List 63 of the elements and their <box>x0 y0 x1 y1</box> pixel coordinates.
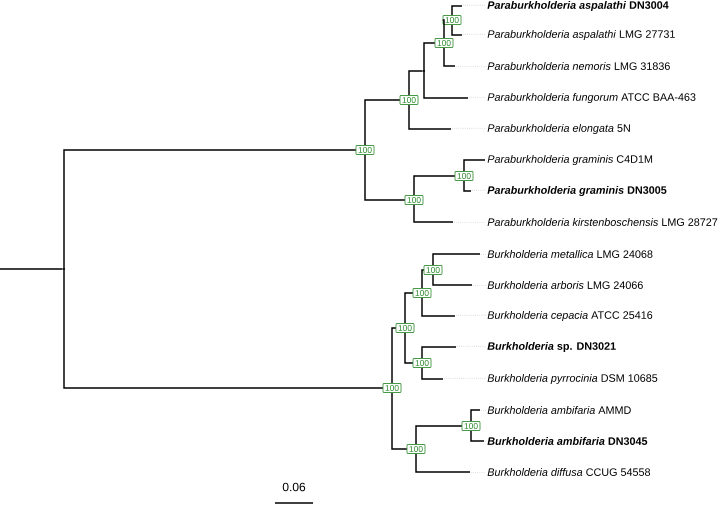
branch <box>364 154 405 201</box>
support-value-box: 100 <box>434 38 454 48</box>
branch <box>432 274 472 286</box>
branch <box>423 42 435 71</box>
branch <box>432 253 480 266</box>
support-value-box: 100 <box>400 95 418 105</box>
branch <box>451 24 462 36</box>
taxon-label: Paraburkholderia fungorum ATCC BAA-463 <box>468 92 696 104</box>
branch <box>391 392 407 450</box>
support-value-box: 100 <box>404 195 424 205</box>
branch <box>364 99 400 146</box>
branch <box>442 19 445 38</box>
taxon-label: Burkholderia ambifaria DN3045 <box>484 437 648 445</box>
support-value-box: 100 <box>356 145 374 155</box>
taxon-label: Burkholderia diffusa CCUG 54558 <box>470 468 650 476</box>
branch <box>421 269 424 288</box>
branch <box>408 104 451 130</box>
branch-point <box>62 268 66 270</box>
branch <box>423 71 468 99</box>
support-value-box: 100 <box>454 171 474 181</box>
taxon-label: Paraburkholderia nemoris LMG 31836 <box>456 62 670 70</box>
support-value-box: 100 <box>462 421 480 431</box>
scale-label: 0.06 <box>282 482 306 492</box>
support-value-box: 100 <box>424 265 442 275</box>
root-branch <box>0 268 63 270</box>
branch <box>413 175 455 196</box>
support-value-box: 100 <box>396 323 414 333</box>
branch <box>391 327 396 384</box>
branch <box>443 48 455 67</box>
branch <box>63 149 356 269</box>
branch <box>463 159 485 172</box>
branch <box>451 5 462 16</box>
branch <box>421 298 455 317</box>
branch <box>463 180 471 192</box>
branch <box>408 70 423 96</box>
taxon-label: Paraburkholderia elongata 5N <box>452 124 630 134</box>
support-value-box: 100 <box>412 358 432 368</box>
taxon-label: Paraburkholderia kirstenboschensis LMG 28727 <box>454 218 718 226</box>
branch <box>415 454 470 473</box>
branch-point <box>422 70 426 72</box>
branch <box>415 425 462 444</box>
branch <box>421 368 443 380</box>
branch <box>404 332 413 364</box>
taxon-label: Burkholderia pyrrocinia DSM 10685 <box>444 374 658 384</box>
taxon-label: Paraburkholderia graminis DN3005 <box>472 186 666 196</box>
taxon-label: Burkholderia cepacia ATCC 25416 <box>456 310 652 322</box>
taxon-label: Paraburkholderia aspalathi LMG 27731 <box>462 30 675 40</box>
branch <box>63 269 383 389</box>
branch <box>404 292 413 324</box>
support-value-box: 100 <box>382 383 402 393</box>
branch <box>421 346 456 358</box>
taxon-label: Burkholderia sp. DN3021 <box>456 342 616 352</box>
taxon-label: Burkholderia ambifaria AMMD <box>480 406 631 414</box>
branch <box>470 430 484 442</box>
support-value-box: 100 <box>406 444 426 454</box>
branch <box>470 409 480 422</box>
taxon-label: Paraburkholderia graminis C4D1M <box>488 154 652 166</box>
taxon-label: Paraburkholderia aspalathi DN3004 <box>462 0 669 12</box>
taxon-label: Burkholderia arboris LMG 24066 <box>472 281 643 289</box>
support-value-box: 100 <box>412 288 432 298</box>
branch <box>413 204 453 223</box>
taxon-label: Burkholderia metallica LMG 24068 <box>480 250 652 258</box>
support-value-box: 100 <box>442 15 462 25</box>
